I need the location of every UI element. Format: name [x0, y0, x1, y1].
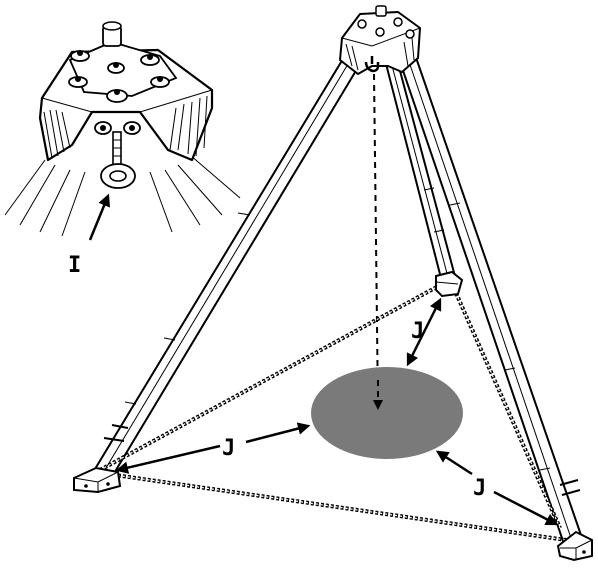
back-foot	[435, 270, 464, 298]
inset-bolts	[68, 21, 170, 103]
callout-j-arrow	[493, 490, 559, 526]
bolt-icon	[107, 62, 125, 74]
head-detail-inset: I	[4, 21, 241, 278]
left-foot	[73, 466, 122, 494]
callout-j-arrow	[406, 297, 442, 367]
chains	[99, 280, 567, 542]
target-area	[311, 367, 463, 459]
bolt-icon	[357, 19, 367, 29]
hook-icon	[364, 56, 380, 73]
callout-j-arrow	[115, 444, 221, 474]
chain-front	[107, 472, 567, 542]
callout-j-arrow	[435, 450, 473, 476]
right-leg	[395, 45, 583, 545]
callout-j-arrow	[245, 422, 311, 444]
callout-j-upper: J	[411, 319, 424, 344]
right-foot	[556, 530, 593, 562]
callout-j-left: J	[222, 436, 235, 461]
plumb-line-arrow	[372, 73, 383, 410]
callout-i: I	[68, 253, 81, 278]
bolt-icon	[70, 50, 90, 62]
tripod-head	[339, 5, 421, 75]
bolt-icon	[68, 76, 88, 88]
bolt-icon	[375, 5, 387, 17]
chain-left-back	[99, 280, 447, 472]
nut-icon	[123, 121, 141, 135]
bolt-icon	[150, 76, 170, 88]
chain-back-right	[450, 283, 562, 529]
inset-head-body	[38, 41, 214, 162]
bolt-icon	[393, 17, 403, 27]
bolt-icon	[405, 29, 415, 39]
bolt-icon	[375, 27, 385, 37]
bolt-icon	[102, 21, 122, 47]
feet	[73, 270, 593, 562]
bolt-icon	[106, 89, 128, 103]
inset-leg-lines	[4, 154, 241, 237]
callout-i-arrow	[88, 193, 110, 241]
bolt-icon	[140, 54, 160, 66]
callout-j-lower: J	[473, 476, 486, 501]
inset-anchor-assembly	[94, 121, 141, 189]
nut-icon	[94, 121, 112, 135]
callouts-j: J J J	[115, 297, 559, 526]
